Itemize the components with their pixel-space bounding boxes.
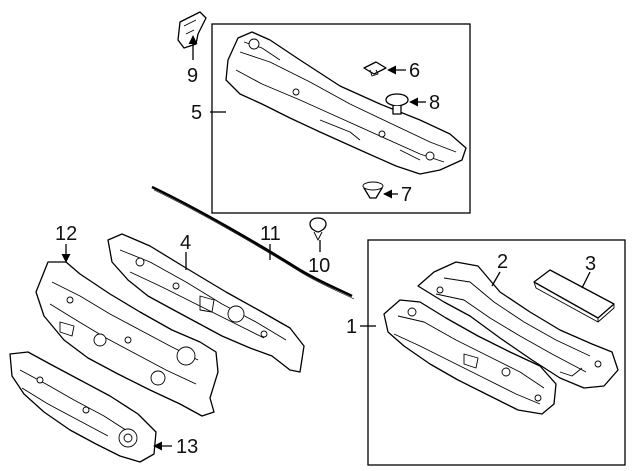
callout-6: 6 [409, 60, 420, 82]
callout-8: 8 [429, 92, 440, 114]
part-2-cowl-reinforcement [417, 261, 619, 389]
part-8-push-clip [385, 93, 426, 115]
group-box-cowl-panel [367, 239, 626, 466]
part-6-clip [363, 61, 406, 77]
part-5-cowl-vent-panel [210, 31, 467, 175]
callout-7: 7 [401, 184, 412, 206]
part-1-cowl-panel [360, 299, 557, 415]
callout-11: 11 [260, 223, 281, 245]
callout-4: 4 [180, 232, 191, 254]
callout-5: 5 [191, 102, 202, 124]
callout-12: 12 [55, 223, 77, 245]
callout-1: 1 [346, 316, 357, 338]
part-11-weatherstrip [151, 185, 355, 300]
callout-13: 13 [176, 436, 198, 458]
part-9-bracket [177, 11, 207, 60]
part-7-grommet [362, 181, 398, 199]
group-box-cowl-top [211, 23, 471, 214]
callout-3: 3 [585, 253, 596, 275]
callout-9: 9 [187, 65, 198, 87]
callout-10: 10 [308, 255, 330, 277]
part-12-dash-insulator [35, 244, 219, 417]
callout-2: 2 [497, 251, 508, 273]
part-13-lower-insulator [9, 351, 172, 463]
part-3-insulator-pad [533, 269, 615, 323]
part-4-dash-panel [107, 233, 305, 373]
part-10-clip [309, 217, 327, 252]
